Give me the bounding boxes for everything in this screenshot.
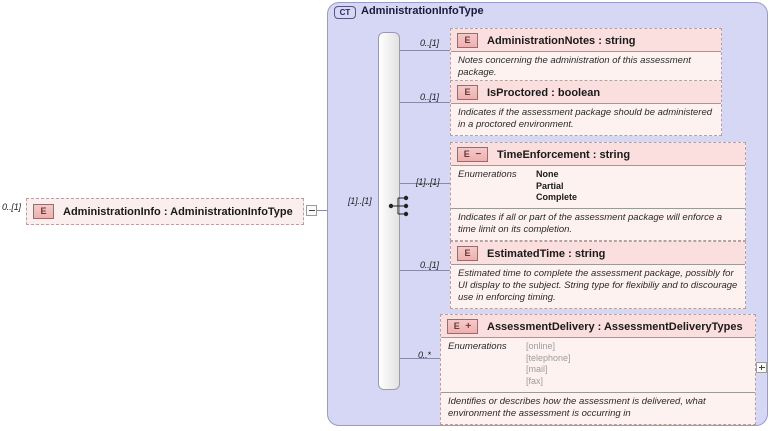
- cardinality-time-enforcement: [1]..[1]: [416, 177, 440, 187]
- complextype-badge: CT: [334, 6, 356, 19]
- enum-value: [telephone]: [526, 352, 571, 363]
- enumerations-label: Enumerations: [448, 341, 507, 352]
- element-title: IsProctored : boolean: [487, 86, 601, 99]
- element-administration-info[interactable]: E AdministrationInfo : AdministrationInf…: [26, 198, 304, 225]
- expand-toggle-assessment-delivery[interactable]: [756, 362, 767, 373]
- element-icon-letter: E: [453, 321, 460, 331]
- element-documentation: Estimated time to complete the assessmen…: [458, 268, 738, 303]
- element-documentation-section: Indicates if all or part of the assessme…: [451, 208, 745, 240]
- enum-value: [fax]: [526, 376, 544, 387]
- collapse-toggle-root[interactable]: [306, 205, 317, 216]
- enum-value: Partial: [536, 180, 564, 191]
- connector-estimated: [400, 270, 450, 271]
- element-enumerations-section: Enumerations None Partial Complete: [451, 165, 745, 209]
- cardinality-assessment-delivery: 0..*: [418, 350, 431, 360]
- element-documentation: Indicates if all or part of the assessme…: [458, 212, 723, 235]
- element-title: AdministrationInfo : AdministrationInfoT…: [63, 205, 293, 218]
- element-documentation-section: Indicates if the assessment package shou…: [451, 103, 721, 135]
- element-header: E AdministrationNotes : string: [451, 29, 721, 51]
- plus-icon: +: [465, 320, 472, 332]
- enum-value: [mail]: [526, 364, 548, 375]
- root-cardinality-label: 0..[1]: [2, 202, 21, 212]
- element-header: E EstimatedTime : string: [451, 242, 745, 264]
- element-icon-expand[interactable]: E +: [447, 319, 478, 334]
- enumerations-values: None Partial Complete: [536, 169, 577, 204]
- element-header: E + AssessmentDelivery : AssessmentDeliv…: [441, 315, 755, 337]
- element-documentation: Indicates if the assessment package shou…: [458, 107, 713, 130]
- element-documentation: Notes concerning the administration of t…: [458, 55, 691, 78]
- element-title: EstimatedTime : string: [487, 247, 606, 260]
- enum-value: Complete: [536, 192, 578, 203]
- element-assessment-delivery[interactable]: E + AssessmentDelivery : AssessmentDeliv…: [440, 314, 756, 425]
- sequence-cardinality-label: [1]..[1]: [348, 196, 372, 206]
- enumerations-values: [online] [telephone] [mail] [fax]: [526, 341, 571, 388]
- connector-time: [400, 183, 450, 184]
- element-estimated-time[interactable]: E EstimatedTime : string Estimated time …: [450, 241, 746, 309]
- connector-delivery: [400, 358, 440, 359]
- minus-icon: −: [475, 148, 482, 160]
- element-enumerations-section: Enumerations [online] [telephone] [mail]…: [441, 337, 755, 392]
- connector-notes: [400, 50, 450, 51]
- element-time-enforcement[interactable]: E − TimeEnforcement : string Enumeration…: [450, 142, 746, 241]
- element-documentation: Identifies or describes how the assessme…: [448, 395, 706, 419]
- element-documentation-section: Notes concerning the administration of t…: [451, 51, 721, 83]
- cardinality-estimated-time: 0..[1]: [420, 260, 439, 270]
- connector-proctored: [400, 102, 450, 103]
- complextype-title: AdministrationInfoType: [361, 5, 484, 17]
- element-documentation-section: Estimated time to complete the assessmen…: [451, 264, 745, 308]
- enum-value: [online]: [526, 341, 556, 351]
- element-icon-collapse[interactable]: E −: [457, 147, 488, 162]
- element-is-proctored[interactable]: E IsProctored : boolean Indicates if the…: [450, 80, 722, 136]
- element-title: AdministrationNotes : string: [487, 34, 636, 47]
- element-icon: E: [457, 85, 478, 100]
- model-group-bar[interactable]: [378, 32, 400, 390]
- sequence-icon: [388, 195, 414, 217]
- enumerations-label: Enumerations: [458, 169, 517, 180]
- enum-value: None: [536, 169, 559, 179]
- element-icon: E: [457, 33, 478, 48]
- element-administration-notes[interactable]: E AdministrationNotes : string Notes con…: [450, 28, 722, 84]
- element-header: E − TimeEnforcement : string: [451, 143, 745, 165]
- cardinality-administration-notes: 0..[1]: [420, 38, 439, 48]
- element-icon: E: [457, 246, 478, 261]
- element-icon-letter: E: [463, 149, 470, 159]
- element-documentation-section: Identifies or describes how the assessme…: [441, 391, 755, 424]
- element-icon: E: [33, 204, 54, 219]
- element-title: TimeEnforcement : string: [497, 148, 631, 161]
- element-title: AssessmentDelivery : AssessmentDeliveryT…: [487, 320, 743, 333]
- cardinality-is-proctored: 0..[1]: [420, 92, 439, 102]
- element-header: E IsProctored : boolean: [451, 81, 721, 103]
